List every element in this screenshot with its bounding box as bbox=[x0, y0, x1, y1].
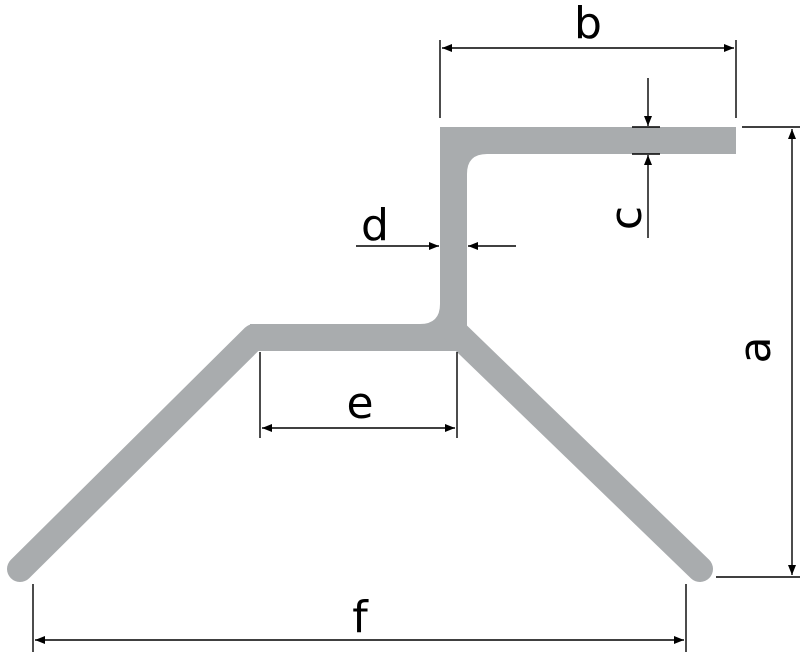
label-e: e bbox=[346, 378, 373, 429]
label-c: c bbox=[601, 206, 652, 230]
label-d: d bbox=[361, 200, 389, 251]
label-b: b bbox=[574, 0, 602, 49]
top-flange bbox=[440, 127, 736, 154]
base-plate bbox=[250, 324, 462, 351]
profile-legs bbox=[7, 321, 713, 582]
right-leg bbox=[444, 321, 713, 582]
label-f: f bbox=[352, 592, 369, 643]
dimensions bbox=[32, 40, 800, 652]
left-leg bbox=[7, 324, 267, 582]
fillet-base bbox=[420, 304, 440, 324]
vertical-web bbox=[440, 127, 467, 337]
fillet-top bbox=[467, 154, 487, 174]
profile-shape bbox=[250, 127, 736, 351]
label-a: a bbox=[730, 337, 781, 364]
